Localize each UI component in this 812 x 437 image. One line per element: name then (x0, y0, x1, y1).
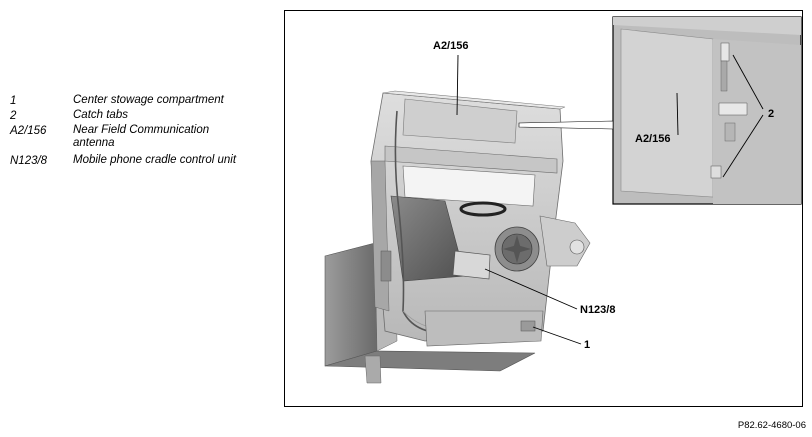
legend-key: A2/156 (10, 125, 47, 137)
callout-a2-156: A2/156 (433, 40, 468, 52)
callout-compartment: 1 (584, 339, 590, 351)
detail-inset (612, 16, 802, 205)
leader-lines (456, 54, 764, 345)
legend-key: 2 (10, 110, 17, 122)
callout-catch-tabs: 2 (768, 108, 774, 120)
technical-illustration: A2/156 A2/156 2 N123/8 1 (284, 10, 803, 407)
legend-text: Near Field Communication antenna (73, 124, 210, 149)
callout-n123-8: N123/8 (580, 304, 615, 316)
figure-id: P82.62-4680-06 (737, 420, 806, 431)
inset-connector (518, 120, 614, 130)
legend-text: Mobile phone cradle control unit (73, 154, 237, 166)
callout-a2-156-inset: A2/156 (635, 133, 670, 145)
illustration-drawing: A2/156 A2/156 2 N123/8 1 (324, 16, 802, 384)
cradle-frame-shape (370, 90, 591, 347)
legend-key: N123/8 (10, 155, 48, 167)
legend-text: Center stowage compartment (73, 94, 224, 106)
legend-text: Catch tabs (73, 109, 128, 121)
legend-key: 1 (10, 95, 17, 107)
